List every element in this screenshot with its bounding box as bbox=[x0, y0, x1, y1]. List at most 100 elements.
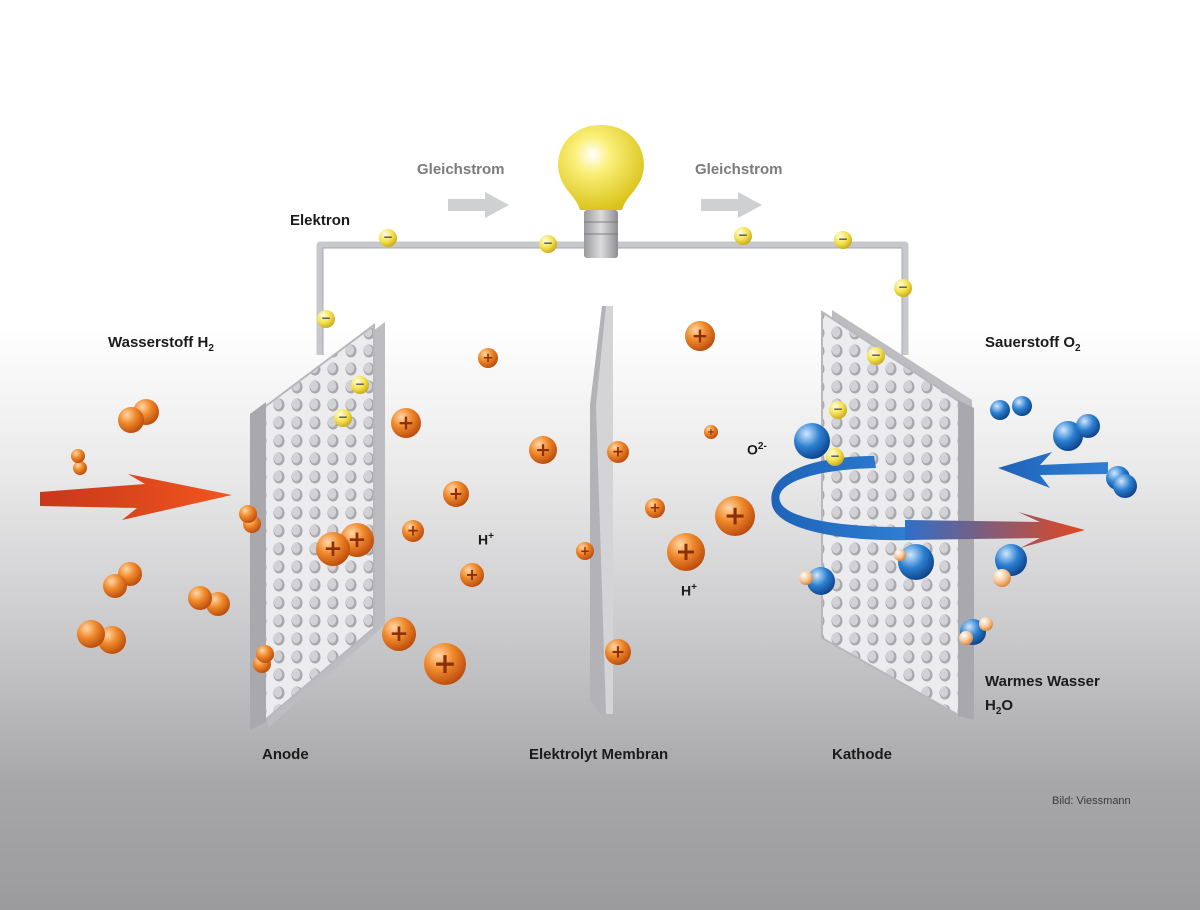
proton-particle: + bbox=[667, 533, 705, 571]
cathode-label: Kathode bbox=[832, 746, 892, 763]
svg-text:+: + bbox=[580, 544, 590, 558]
oxide-ion-text: O bbox=[747, 441, 758, 458]
right-arrow-icon bbox=[701, 192, 762, 218]
svg-text:+: + bbox=[465, 565, 479, 584]
light-bulb-icon bbox=[558, 125, 644, 258]
proton-particle: + bbox=[443, 481, 469, 507]
anode-label: Anode bbox=[262, 746, 309, 763]
h-plus-text-1: H bbox=[478, 531, 489, 548]
hydrogen-label: Wasserstoff H2 bbox=[108, 334, 214, 354]
oxygen-subscript: 2 bbox=[1075, 343, 1081, 354]
proton-particle: + bbox=[316, 532, 350, 566]
oxygen-atom bbox=[1113, 474, 1137, 498]
electron-particle: − bbox=[734, 227, 752, 245]
water-hydrogen-atom bbox=[979, 617, 993, 631]
hydrogen-molecule bbox=[253, 645, 274, 673]
svg-text:−: − bbox=[383, 230, 393, 244]
proton-particle: + bbox=[424, 643, 466, 685]
proton-particle: + bbox=[715, 496, 755, 536]
electron-particle: − bbox=[867, 347, 885, 365]
water-hydrogen-atom bbox=[959, 631, 973, 645]
membrane-label: Elektrolyt Membran bbox=[529, 746, 669, 763]
svg-text:+: + bbox=[675, 537, 696, 567]
image-credit: Bild: Viessmann bbox=[1052, 795, 1131, 807]
oxygen-atom bbox=[1076, 414, 1100, 438]
electron-particle: − bbox=[539, 235, 557, 253]
proton-particle: + bbox=[460, 563, 484, 587]
water-hydrogen-atom bbox=[799, 571, 813, 585]
oxygen-atom bbox=[995, 544, 1027, 576]
dc-label-left: Gleichstrom bbox=[417, 161, 505, 178]
electron-particle: − bbox=[894, 279, 912, 297]
right-arrow-icon bbox=[448, 192, 509, 218]
dc-label-right: Gleichstrom bbox=[695, 161, 783, 178]
svg-text:−: − bbox=[871, 348, 881, 362]
electron-particle: − bbox=[379, 229, 397, 247]
proton-particle: + bbox=[576, 542, 594, 560]
proton-particle: + bbox=[382, 617, 416, 651]
water-hydrogen-atom bbox=[993, 569, 1011, 587]
hydrogen-molecule bbox=[77, 620, 126, 654]
svg-text:+: + bbox=[433, 647, 457, 680]
hydrogen-molecule bbox=[118, 399, 159, 433]
svg-text:−: − bbox=[338, 410, 348, 424]
oxygen-atom bbox=[990, 400, 1010, 420]
electron-particle: − bbox=[826, 448, 844, 466]
oxygen-atom bbox=[898, 544, 934, 580]
electron-particle: − bbox=[829, 401, 847, 419]
oxygen-atom bbox=[1012, 396, 1032, 416]
hydrogen-subscript: 2 bbox=[208, 343, 214, 354]
electron-particle: − bbox=[834, 231, 852, 249]
oxide-ion-label: O2- bbox=[747, 441, 767, 458]
svg-text:+: + bbox=[389, 621, 408, 647]
electron-particle: − bbox=[351, 376, 369, 394]
svg-text:+: + bbox=[323, 536, 342, 562]
svg-text:+: + bbox=[482, 350, 493, 366]
svg-text:−: − bbox=[830, 449, 840, 463]
water-formula-h: H bbox=[985, 697, 996, 714]
svg-text:−: − bbox=[738, 228, 748, 242]
water-formula-o: O bbox=[1001, 697, 1014, 714]
water-hydrogen-atom bbox=[894, 549, 906, 561]
hydrogen-molecule bbox=[103, 562, 142, 598]
oxygen-label-text: Sauerstoff O bbox=[985, 334, 1076, 351]
svg-text:−: − bbox=[898, 280, 908, 294]
proton-particle: + bbox=[529, 436, 557, 464]
oxygen-atom bbox=[794, 423, 830, 459]
svg-text:+: + bbox=[611, 642, 626, 662]
proton-particle: + bbox=[391, 408, 421, 438]
svg-text:−: − bbox=[833, 402, 843, 416]
electron-particle: − bbox=[334, 409, 352, 427]
hydrogen-molecule bbox=[188, 586, 230, 616]
svg-text:+: + bbox=[612, 443, 624, 461]
cathode-plate bbox=[821, 310, 974, 720]
hydrogen-label-text: Wasserstoff H bbox=[108, 334, 209, 351]
warm-water-label: Warmes Wasser bbox=[985, 673, 1100, 690]
h-plus-sup-1: + bbox=[488, 531, 494, 542]
proton-particle: + bbox=[402, 520, 424, 542]
h-plus-label-1: H+ bbox=[478, 531, 494, 548]
svg-text:−: − bbox=[355, 377, 365, 391]
svg-text:+: + bbox=[398, 410, 415, 434]
water-formula-label: H2O bbox=[985, 697, 1013, 717]
hydrogen-molecule bbox=[239, 505, 261, 533]
svg-text:+: + bbox=[347, 527, 366, 553]
svg-text:+: + bbox=[649, 500, 660, 516]
svg-text:+: + bbox=[535, 439, 551, 461]
svg-text:+: + bbox=[407, 522, 419, 540]
proton-particle: + bbox=[685, 321, 715, 351]
h-plus-label-2: H+ bbox=[681, 582, 697, 599]
anode-plate bbox=[250, 322, 385, 730]
proton-particle: + bbox=[478, 348, 498, 368]
hydrogen-molecule bbox=[71, 449, 87, 475]
water-formula-sub: 2 bbox=[995, 706, 1002, 717]
proton-particle: + bbox=[605, 639, 631, 665]
electron-label: Elektron bbox=[290, 212, 351, 229]
oxygen-atom bbox=[807, 567, 835, 595]
particle-layer: ++++++++++++++++++−−−−−−−−−−− bbox=[71, 227, 1137, 685]
svg-text:−: − bbox=[838, 232, 848, 246]
electrolyte-membrane bbox=[590, 306, 613, 714]
electron-particle: − bbox=[317, 310, 335, 328]
